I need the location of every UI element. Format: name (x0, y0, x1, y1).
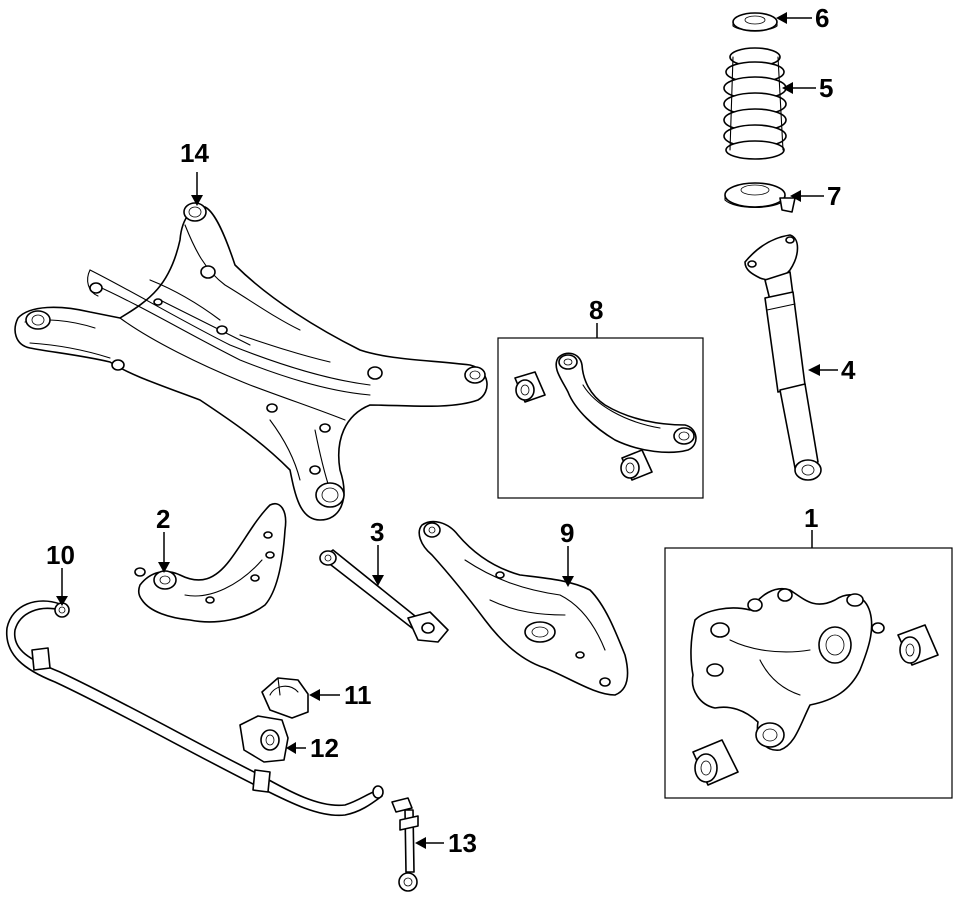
knuckle-bushing-a (897, 624, 939, 666)
callout-7: 7 (827, 181, 841, 211)
knuckle-group (664, 547, 953, 799)
callout-13: 13 (448, 828, 477, 858)
upper-arm-bushing-a (514, 371, 546, 403)
callout-4: 4 (841, 355, 856, 385)
callout-14: 14 (180, 138, 209, 168)
stabilizer-link (391, 797, 419, 892)
subframe-crossmember (14, 202, 488, 521)
callout-11: 11 (344, 680, 372, 710)
trailing-arm (134, 503, 287, 623)
callout-10: 10 (46, 540, 75, 570)
callout-2: 2 (156, 504, 170, 534)
callout-1: 1 (804, 503, 818, 533)
callout-3: 3 (370, 517, 384, 547)
lateral-link (319, 549, 449, 643)
stabilizer-bracket (239, 715, 289, 763)
stabilizer-bushing (261, 677, 309, 719)
callout-12: 12 (310, 733, 339, 763)
callout-9: 9 (560, 518, 574, 548)
callout-8: 8 (589, 295, 603, 325)
spring-upper-seat (732, 12, 778, 32)
stabilizer-bar (6, 600, 384, 817)
upper-arm-bushing-b (620, 449, 653, 481)
lower-control-arm (418, 520, 629, 696)
callout-5: 5 (819, 73, 833, 103)
shock-absorber (744, 234, 822, 481)
knuckle-bushing-b (692, 739, 739, 786)
spring-lower-seat (724, 182, 796, 213)
upper-control-arm-group (497, 337, 704, 499)
callout-leaders (56, 12, 838, 849)
callout-6: 6 (815, 3, 829, 33)
coil-spring (723, 47, 787, 160)
